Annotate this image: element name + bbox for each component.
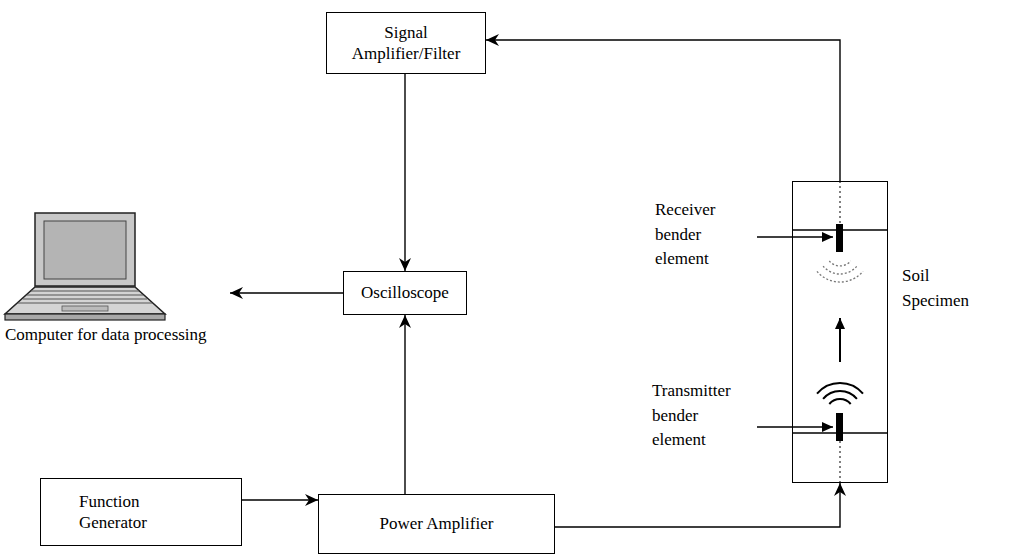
process-box: Signal Amplifier/Filter [326, 12, 486, 74]
signal-connector [404, 74, 405, 271]
leader-arrow [757, 426, 833, 427]
node-text: Signal Amplifier/Filter [335, 22, 477, 65]
signal-connector [242, 499, 318, 500]
node-text: Function Generator [79, 491, 184, 534]
signal-connector [486, 40, 840, 181]
leader-arrow [757, 236, 833, 237]
node-text: Soil Specimen [902, 264, 997, 313]
transmitted-waves [817, 383, 863, 404]
part-label: Receiver bender element [655, 198, 753, 272]
part-label: Transmitter bender element [652, 379, 752, 453]
process-box: Oscilloscope [343, 271, 467, 315]
soil-specimen: Soil Specimen [792, 181, 888, 483]
wave-direction-arrow [839, 318, 841, 362]
signal-connector [555, 483, 840, 527]
signal-connector [230, 292, 343, 293]
node-text: Computer for data processing [5, 324, 230, 345]
process-box: Function Generator [40, 478, 242, 546]
laptop-icon [5, 213, 165, 320]
node-text: Power Amplifier [380, 513, 494, 534]
specimen-internals [792, 181, 888, 483]
transmitter-element [836, 413, 843, 441]
process-box: Power Amplifier [318, 494, 555, 554]
node-text: Oscilloscope [361, 282, 449, 303]
receiver-element [836, 224, 843, 252]
signal-connector [404, 315, 405, 494]
computer-node: Computer for data processing [5, 212, 230, 377]
received-waves [817, 261, 863, 282]
